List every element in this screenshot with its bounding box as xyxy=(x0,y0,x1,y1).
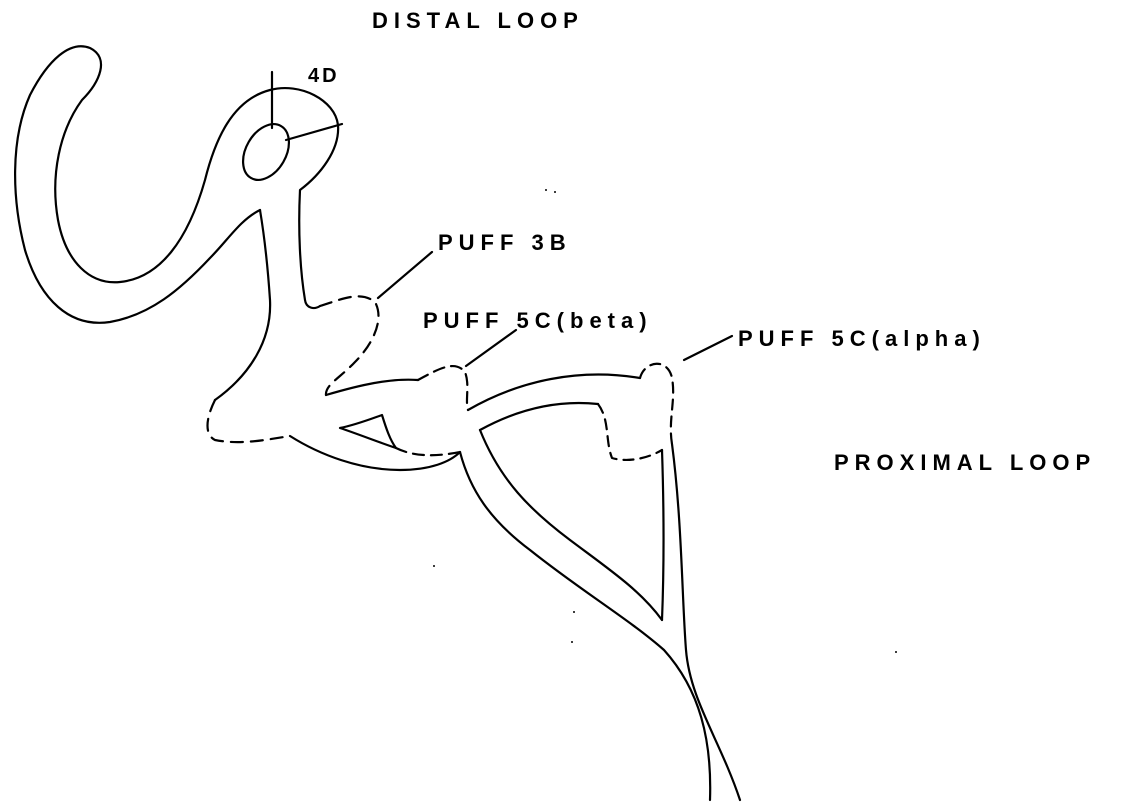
speck xyxy=(554,191,556,193)
proximal-left-strand xyxy=(460,452,710,800)
proximal-loop-label: PROXIMAL LOOP xyxy=(834,452,1096,474)
marker-4d-horizontal-line xyxy=(286,124,342,140)
proximal-arc-inner xyxy=(480,403,598,430)
distal-stem-inner xyxy=(215,210,270,400)
proximal-inner-right xyxy=(662,450,664,620)
puff-3b-pointer xyxy=(378,252,432,298)
puff-5c-alpha-pointer xyxy=(684,336,732,360)
speck xyxy=(545,189,547,191)
proximal-right-strand xyxy=(672,444,740,800)
puff-3b-label: PUFF 3B xyxy=(438,232,572,254)
puff-3b-outline xyxy=(208,296,379,442)
distal-hook-outline xyxy=(15,46,338,323)
puff-5c-beta-pointer xyxy=(466,330,516,366)
junction-inner-upper xyxy=(326,380,418,395)
marker-4d-label: 4D xyxy=(308,66,340,86)
puff-5c-alpha-label: PUFF 5C(alpha) xyxy=(738,328,986,350)
proximal-inner-left xyxy=(480,430,662,620)
junction-notch xyxy=(340,415,396,448)
speck xyxy=(895,651,897,653)
distal-loop-label: DISTAL LOOP xyxy=(372,10,584,32)
speck xyxy=(433,565,435,567)
marker-4d-ring xyxy=(234,116,299,188)
puff-5c-beta-label: PUFF 5C(beta) xyxy=(423,310,653,332)
speck xyxy=(573,611,575,613)
speck xyxy=(571,641,573,643)
